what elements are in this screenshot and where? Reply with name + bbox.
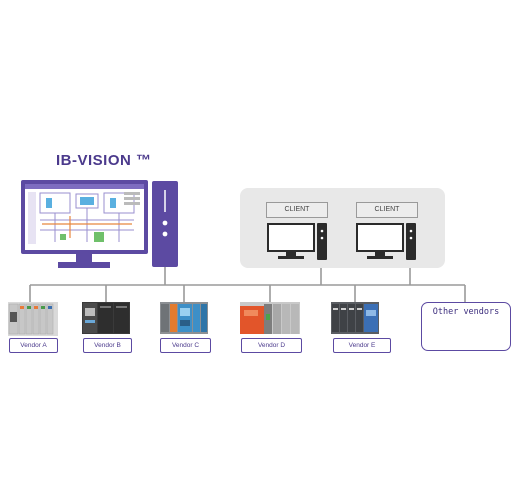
- hmi-monitor-icon: [21, 180, 148, 268]
- vendor-c-label: Vendor C: [160, 338, 211, 353]
- client-label: CLIENT: [356, 202, 418, 218]
- vendor-a-plc-icon: [8, 302, 58, 336]
- vendor-e-plc-icon: [331, 302, 379, 334]
- client-computer-icon: [267, 223, 327, 260]
- vendor-b-plc-icon: [82, 302, 130, 334]
- server-tower-icon: [152, 181, 178, 267]
- vendor-c-plc-icon: [160, 302, 208, 334]
- vendor-d-label: Vendor D: [241, 338, 302, 353]
- other-vendors-box: Other vendors: [421, 302, 511, 351]
- vendor-e-label: Vendor E: [333, 338, 391, 353]
- vendor-d-plc-icon: [240, 302, 300, 334]
- vendor-b-label: Vendor B: [83, 338, 132, 353]
- vendor-a-label: Vendor A: [9, 338, 58, 353]
- other-vendors-label: Other vendors: [432, 307, 500, 317]
- client-label: CLIENT: [266, 202, 328, 218]
- page-title: IB-VISION ™: [56, 152, 152, 169]
- client-computer-icon: [356, 223, 416, 260]
